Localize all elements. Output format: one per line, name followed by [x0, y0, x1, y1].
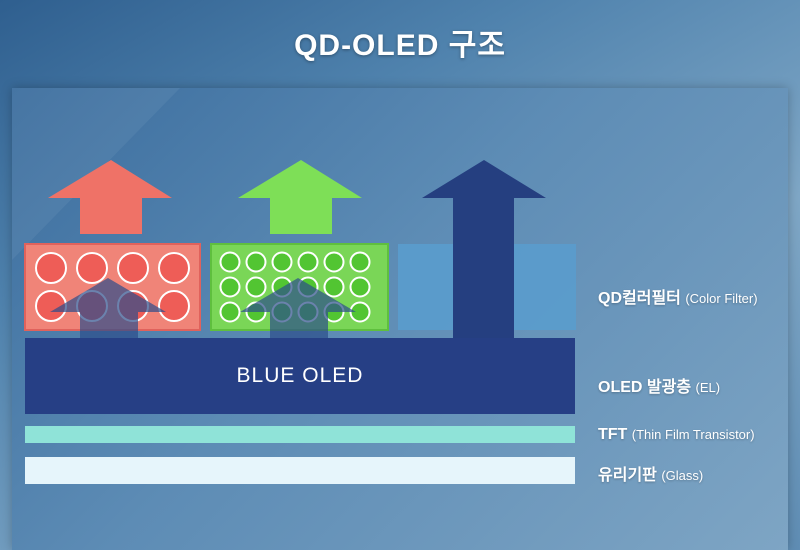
layer-name: OLED 발광층 — [598, 379, 692, 396]
layer-name: QD컬러필터 — [598, 290, 681, 307]
tft-layer — [25, 426, 575, 443]
layer-sub: (Color Filter) — [685, 291, 758, 306]
layer-label-color-filter: QD컬러필터 (Color Filter) — [598, 284, 758, 308]
blue-oled-label: BLUE OLED — [236, 364, 364, 387]
up-arrow-icon — [50, 278, 166, 340]
page-title: QD-OLED 구조 — [294, 29, 506, 62]
up-arrow-icon — [48, 160, 172, 234]
layer-name: TFT — [598, 426, 628, 443]
glass-layer — [25, 457, 575, 484]
layer-name: 유리기판 — [598, 467, 657, 484]
layer-sub: (Thin Film Transistor) — [631, 427, 755, 442]
blue-oled-layer — [25, 338, 575, 414]
layer-sub: (Glass) — [661, 468, 704, 483]
layer-label-glass: 유리기판 (Glass) — [598, 461, 703, 485]
layer-sub: (EL) — [695, 380, 721, 395]
up-arrow-icon — [422, 160, 546, 340]
layer-label-el: OLED 발광층 (EL) — [598, 373, 720, 397]
up-arrow-icon — [240, 278, 356, 340]
layer-label-tft: TFT (Thin Film Transistor) — [598, 426, 755, 444]
up-arrow-icon — [238, 160, 362, 234]
